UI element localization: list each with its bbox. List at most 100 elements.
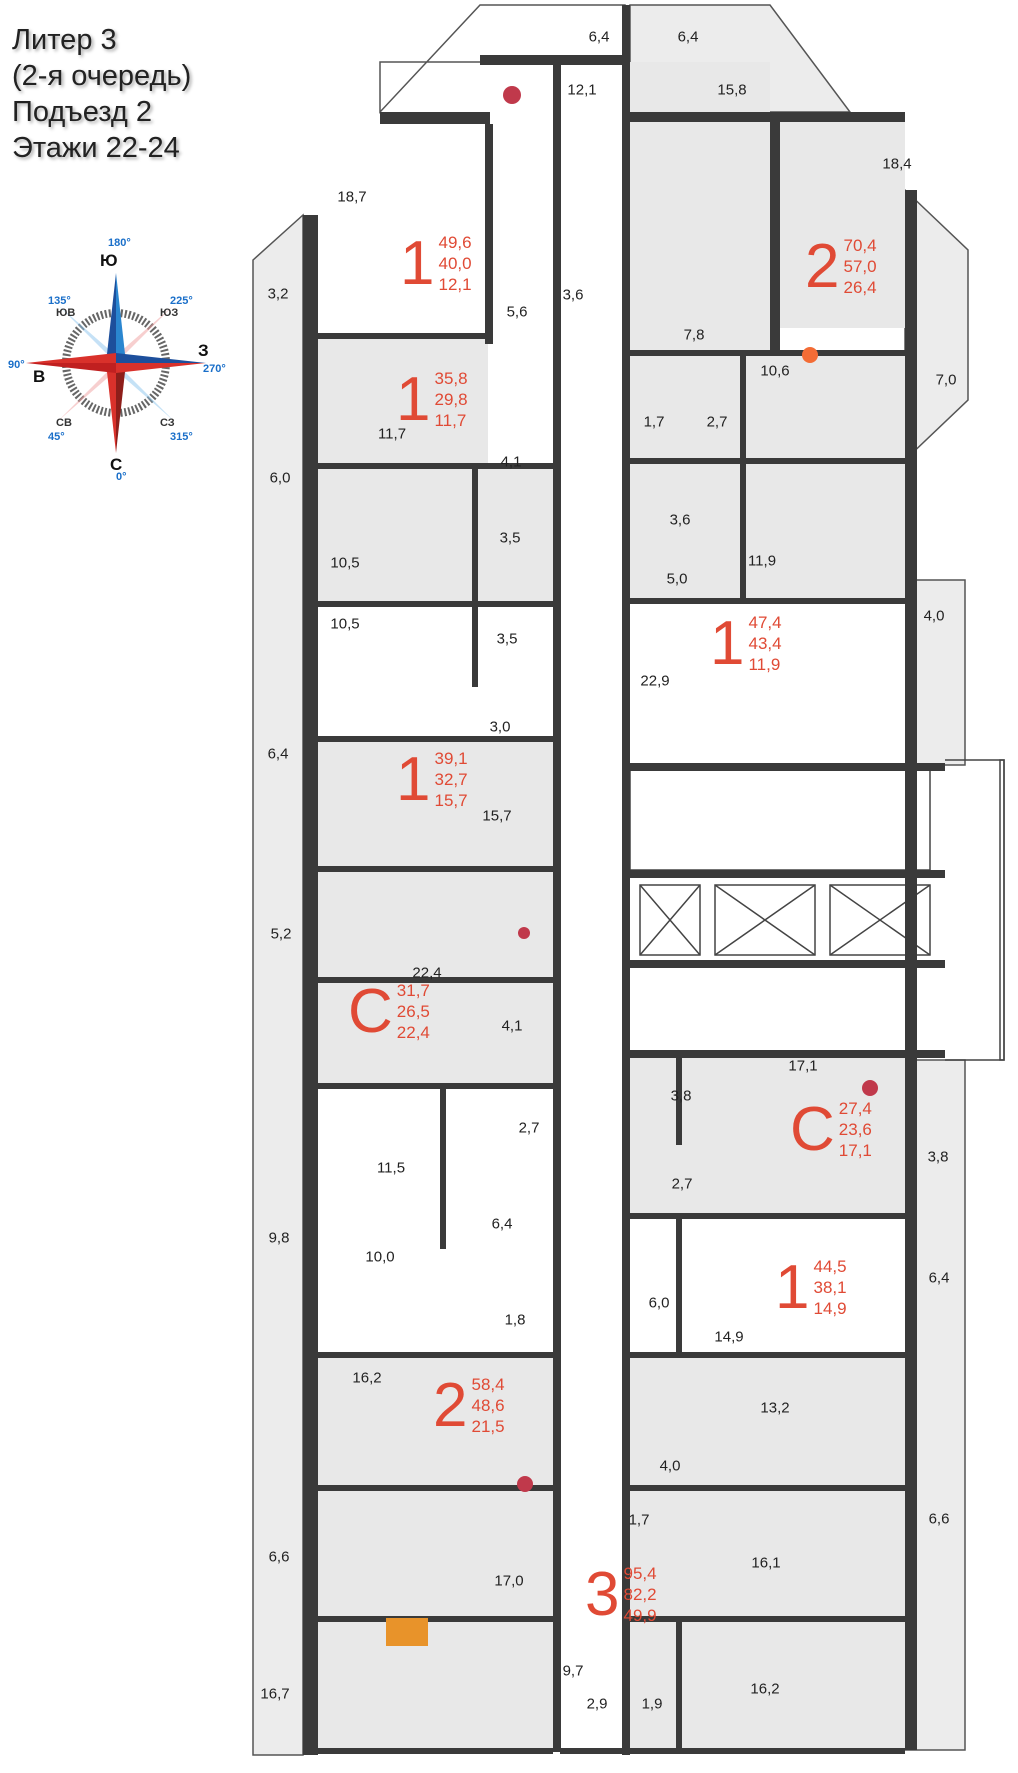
apartment-living-area: 26,5	[396, 1002, 430, 1021]
apartment-room-count: 1	[396, 744, 431, 814]
apartment-total-area: 58,4	[471, 1375, 505, 1394]
apartment-marker[interactable]: 3 95,4 82,2 49,9	[585, 1563, 657, 1626]
room-area-label: 16,1	[751, 1554, 781, 1572]
apartment-living-area: 38,1	[813, 1278, 847, 1297]
apartment-room-count: 1	[400, 228, 435, 298]
compass-sw: ЮЗ	[160, 307, 179, 319]
room-area-label: 3,5	[499, 529, 521, 547]
apartment-marker[interactable]: 1 39,1 32,7 15,7	[396, 748, 468, 811]
room-area-label: 6,6	[268, 1548, 290, 1566]
apartment-room-count: 1	[775, 1252, 810, 1322]
apartment-kitchen-area: 11,9	[748, 655, 781, 674]
apartment-areas: 58,4 48,6 21,5	[471, 1374, 504, 1437]
room-area-label: 3,2	[267, 285, 289, 303]
room-area-label: 3,8	[670, 1087, 692, 1105]
room-area-label: 16,2	[750, 1680, 780, 1698]
compass-north-deg: 0°	[116, 471, 127, 483]
room-area-label: 18,7	[337, 188, 367, 206]
apartment-marker[interactable]: 2 70,4 57,0 26,4	[805, 235, 877, 298]
room-area-label: 6,4	[267, 745, 289, 763]
compass-east: В	[33, 367, 46, 386]
apartment-areas: 49,6 40,0 12,1	[438, 232, 471, 295]
apartment-total-area: 47,4	[748, 613, 782, 632]
room-area-label: 2,9	[586, 1695, 608, 1713]
room-area-label: 10,5	[330, 554, 360, 572]
room-area-label: 1,7	[628, 1511, 650, 1529]
room-area-label: 3,6	[562, 286, 584, 304]
apartment-room-count: 2	[805, 231, 840, 301]
compass-east-deg: 90°	[8, 359, 25, 371]
furniture-accents	[386, 86, 878, 1646]
apartment-areas: 95,4 82,2 49,9	[623, 1563, 656, 1626]
room-area-label: 6,4	[588, 28, 610, 46]
room-area-label: 1,8	[504, 1311, 526, 1329]
room-area-label: 11,9	[747, 552, 777, 570]
apartment-total-area: 44,5	[813, 1257, 847, 1276]
room-area-label: 3,5	[496, 630, 518, 648]
compass-nw-deg: 315°	[170, 431, 193, 443]
apartment-kitchen-area: 15,7	[434, 791, 468, 810]
room-area-label: 11,7	[377, 425, 407, 443]
apartment-total-area: 35,8	[434, 369, 468, 388]
apartment-room-count: 1	[396, 364, 431, 434]
apartment-total-area: 49,6	[438, 233, 472, 252]
apartment-room-count: С	[790, 1094, 835, 1164]
apartment-kitchen-area: 26,4	[843, 278, 877, 297]
room-area-label: 16,7	[260, 1685, 290, 1703]
room-area-label: 3,0	[489, 718, 511, 736]
apartment-living-area: 23,6	[838, 1120, 872, 1139]
room-area-label: 15,7	[482, 807, 512, 825]
room-area-label: 10,6	[760, 362, 790, 380]
apartment-kitchen-area: 17,1	[838, 1141, 872, 1160]
apartment-marker[interactable]: 1 47,4 43,4 11,9	[710, 612, 782, 675]
apartment-areas: 35,8 29,8 11,7	[434, 368, 467, 431]
apartment-total-area: 39,1	[434, 749, 468, 768]
room-area-label: 6,4	[677, 28, 699, 46]
apartment-living-area: 40,0	[438, 254, 472, 273]
apartment-living-area: 48,6	[471, 1396, 505, 1415]
apartment-kitchen-area: 22,4	[396, 1023, 430, 1042]
room-area-label: 2,7	[518, 1119, 540, 1137]
apartment-marker[interactable]: С 27,4 23,6 17,1	[790, 1098, 872, 1161]
room-area-label: 5,0	[666, 570, 688, 588]
room-area-label: 11,5	[376, 1159, 406, 1177]
room-area-label: 6,4	[491, 1215, 513, 1233]
title-line-liter: Литер 3	[12, 24, 117, 56]
apartment-marker[interactable]: С 31,7 26,5 22,4	[348, 980, 430, 1043]
apartment-total-area: 27,4	[838, 1099, 872, 1118]
title-line-entrance: Подъезд 2	[12, 96, 153, 128]
room-area-label: 14,9	[714, 1328, 744, 1346]
apartment-kitchen-area: 49,9	[623, 1606, 657, 1625]
apartment-kitchen-area: 21,5	[471, 1417, 505, 1436]
room-area-label: 6,6	[928, 1510, 950, 1528]
compass-ne: СВ	[56, 417, 72, 429]
compass-west: З	[198, 341, 209, 360]
room-area-label: 6,0	[269, 469, 291, 487]
room-area-label: 3,8	[927, 1148, 949, 1166]
room-area-label: 1,9	[641, 1695, 663, 1713]
apartment-kitchen-area: 12,1	[438, 275, 472, 294]
compass-west-deg: 270°	[203, 363, 226, 375]
walls	[303, 5, 945, 1755]
room-area-label: 18,4	[882, 155, 912, 173]
room-area-label: 4,0	[923, 607, 945, 625]
room-area-label: 15,8	[717, 81, 747, 99]
apartment-marker[interactable]: 1 35,8 29,8 11,7	[396, 368, 468, 431]
room-area-label: 10,0	[365, 1248, 395, 1266]
compass-se-deg: 135°	[48, 295, 71, 307]
room-area-label: 1,7	[643, 413, 665, 431]
apartment-areas: 44,5 38,1 14,9	[813, 1256, 846, 1319]
apartment-total-area: 31,7	[396, 981, 430, 1000]
stair-elevator-core	[629, 759, 1005, 1061]
apartment-marker[interactable]: 1 49,6 40,0 12,1	[400, 232, 472, 295]
room-area-label: 9,7	[562, 1662, 584, 1680]
room-area-label: 17,0	[494, 1572, 524, 1590]
apartment-marker[interactable]: 2 58,4 48,6 21,5	[433, 1374, 505, 1437]
compass-south-deg: 180°	[108, 237, 131, 249]
apartment-floors	[318, 62, 905, 1751]
apartment-living-area: 43,4	[748, 634, 782, 653]
apartment-marker[interactable]: 1 44,5 38,1 14,9	[775, 1256, 847, 1319]
compass-se: ЮВ	[56, 307, 76, 319]
compass-south: Ю	[100, 251, 118, 270]
